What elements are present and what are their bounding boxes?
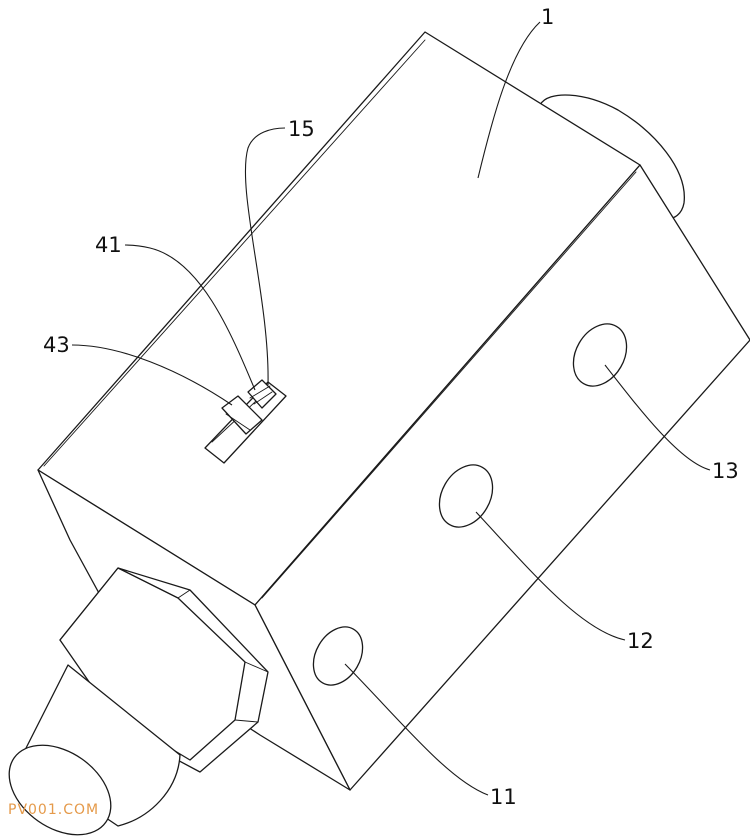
pipe-opening [8,744,112,836]
hole-12 [438,464,494,528]
callout-1: 1 [541,5,554,29]
leader-43 [71,344,233,406]
hole-13 [572,323,628,387]
latch-tooth-grooves [249,385,273,405]
latch-tab-edge [225,413,251,431]
callout-41: 41 [95,233,122,257]
hex-nut-edge [244,661,269,673]
ridge-chamfer-line [261,171,637,599]
hole-11 [312,626,364,686]
latch-tab-43 [221,395,263,435]
callout-43: 43 [43,333,70,357]
callout-11: 11 [490,785,517,809]
callout-13: 13 [712,459,739,483]
leader-12 [475,511,626,641]
leader-11 [344,663,489,796]
hex-nut-edge [234,719,259,723]
leader-15 [244,127,286,386]
hex-nut-edge [117,567,191,599]
leader-41 [124,244,256,391]
callout-12: 12 [627,629,654,653]
callout-15: 15 [288,117,315,141]
watermark-text: PV001.COM [8,802,100,818]
leader-13 [604,364,711,471]
leader-1 [477,21,541,179]
top-edge-chamfer-line [43,39,426,467]
